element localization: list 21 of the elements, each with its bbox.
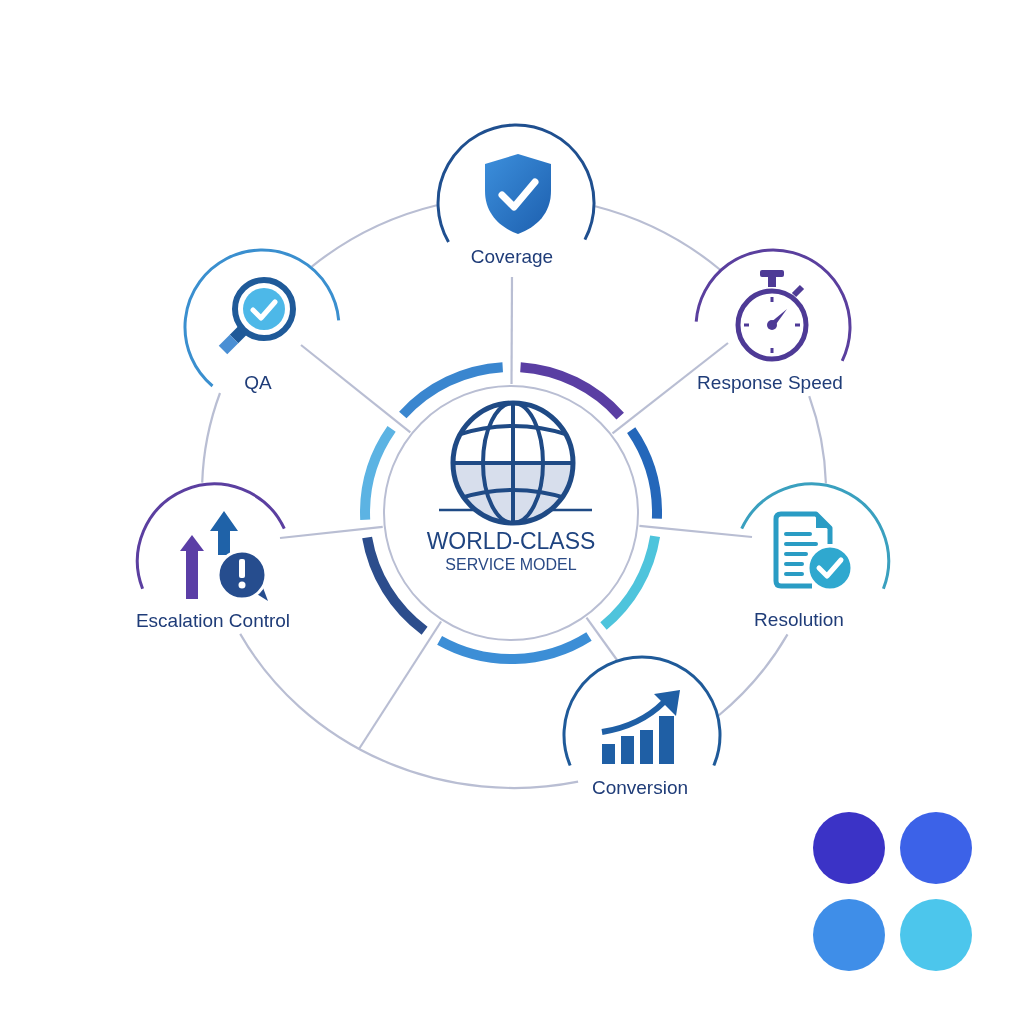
node-label: Conversion [591,777,689,797]
connector-line [358,620,443,750]
connector-line [639,524,753,539]
node-label: Resolution [754,609,844,629]
connector-line [611,342,729,435]
ring-connector [717,633,789,717]
connector-line [279,525,383,540]
connector-line [585,616,618,661]
node-label: Coverage [470,246,554,266]
ring-connector [594,205,721,271]
connector-line [300,344,411,434]
node-label: Escalation Control [135,610,291,630]
node-label: Response Speed [697,372,843,392]
connector-line [510,277,514,384]
hub-subtitle: SERVICE MODEL [445,557,577,573]
ring-connector [311,204,438,268]
ring-connector [808,395,827,484]
hub-title: WORLD-CLASS [426,530,596,553]
node-label: QA [244,372,272,392]
ring-connector [201,392,222,483]
ring-connector [239,633,579,789]
